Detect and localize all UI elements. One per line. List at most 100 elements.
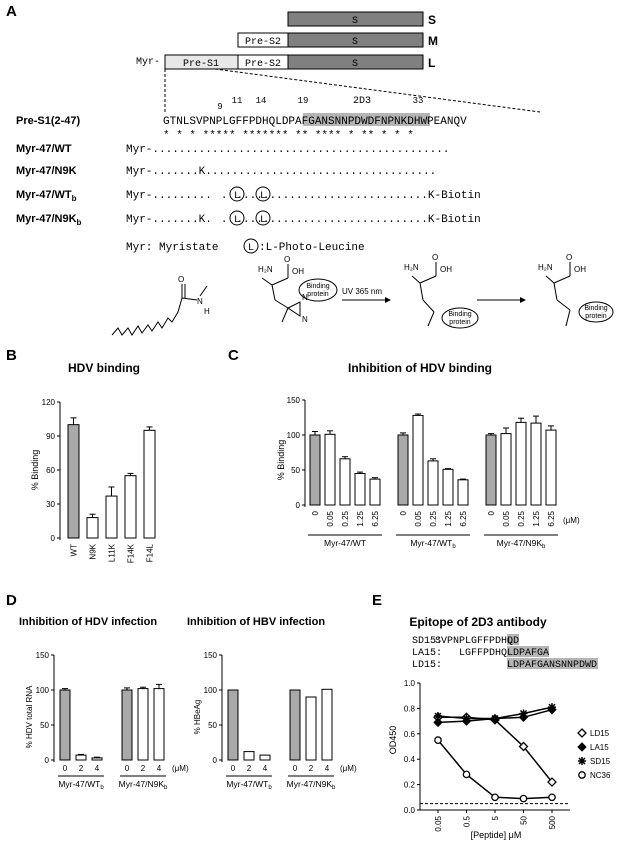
panel-d2-group-sub: b xyxy=(332,785,336,791)
panel-d1-ylabel: % HDV total RNA xyxy=(25,685,34,748)
fi-o: O xyxy=(566,253,572,262)
presl-seq-post: FNPNKDHWPEANQV xyxy=(374,116,467,128)
panel-e-point-nc36 xyxy=(434,736,442,745)
panel-d2-y-tick-label: 100 xyxy=(204,686,218,695)
row-wtb-seq-3: .............................K-Biotin xyxy=(236,190,480,202)
m-s-bar xyxy=(287,32,424,48)
panel-c-bar xyxy=(354,473,366,506)
panel-c-category-label: 0 xyxy=(311,510,320,515)
panel-c-label: C xyxy=(228,347,239,364)
panel-d: D Inhibition of HDV infection Inhibition… xyxy=(6,592,357,791)
panel-c-category-label: 0.05 xyxy=(502,510,511,526)
sd15-hl: LD xyxy=(507,636,519,647)
product-structure xyxy=(411,262,437,327)
panel-c-category-label: 0.05 xyxy=(326,510,335,526)
panel-e-x-tick-label: 500 xyxy=(548,815,557,829)
sd15-peptide: SD15:SVPNPLGFFPDHQLD xyxy=(412,636,519,647)
s-bar-label: S xyxy=(352,16,358,27)
binding-protein-3-line1: Binding xyxy=(584,305,607,312)
panel-d1-bar xyxy=(59,689,71,761)
panel-e-point-nc36 xyxy=(491,793,499,802)
panel-e-ylabel: OD450 xyxy=(388,726,398,755)
panel-c-group-name: Myr-47/WT xyxy=(324,538,366,548)
pl-bond-4 xyxy=(271,284,276,301)
panel-d2-unit: (μM) xyxy=(340,764,357,773)
panel-b-category-label: L11K xyxy=(108,543,117,562)
panel-d1-group-name: Myr-47/N9K xyxy=(119,779,165,789)
l-s-bar xyxy=(287,54,424,70)
panel-c-group-label: Myr-47/WT xyxy=(324,538,366,548)
panel-c-group-label: Myr-47/WTb xyxy=(410,538,456,550)
panel-d1-group-sub: b xyxy=(164,785,168,791)
epitope-highlight xyxy=(303,113,430,126)
amide-n: N xyxy=(197,297,203,306)
pr-bond-6 xyxy=(427,311,435,327)
ld15-peptide: LD15:LDPAFGANSNNPDWD xyxy=(412,660,597,671)
panel-e-legend-marker-la15 xyxy=(577,742,587,752)
panel-d2-category-label: 4 xyxy=(325,764,330,773)
amide-o: O xyxy=(178,275,184,284)
panel-c: C Inhibition of HDV binding % Binding 05… xyxy=(228,347,580,550)
panel-d1-group-sub: b xyxy=(100,785,104,791)
pos-9: 9 xyxy=(217,102,222,112)
panel-c-category-label: 0 xyxy=(399,510,408,515)
row-wtb-name-sub: b xyxy=(72,194,77,203)
panel-e-legend-marker-nc36 xyxy=(578,771,586,779)
panel-b-bar xyxy=(86,517,99,539)
s-protein-bar xyxy=(287,11,424,27)
fi-bond-1 xyxy=(545,275,555,284)
panel-c-category-label: 6.25 xyxy=(547,510,556,526)
panel-d2-group-name: Myr-47/WT xyxy=(226,779,268,789)
row-wtb-seq: Myr-....................................… xyxy=(126,190,481,202)
binding-protein-1 xyxy=(298,278,338,302)
panel-b-category-label: F14K xyxy=(127,543,136,563)
panel-b-y-tick-label: 90 xyxy=(46,432,55,441)
row-n9kb-seq-3: .............................K-Biotin xyxy=(236,214,480,226)
panel-d1-y-tick-label: 100 xyxy=(36,686,50,695)
panel-e-x-tick-label: 0.05 xyxy=(434,815,443,831)
panel-e-legend-sd15: SD15 xyxy=(590,757,611,766)
panel-c-ylabel: % Binding xyxy=(276,440,286,481)
pl-bond-2 xyxy=(271,277,289,286)
panel-c-bar xyxy=(457,479,469,506)
m-protein-label: M xyxy=(428,34,438,48)
panel-d1-unit: (μM) xyxy=(172,764,189,773)
row-wtb-seq-1: Myr-......... xyxy=(126,190,212,202)
panel-e-y-tick-label: 0.8 xyxy=(404,704,416,713)
panel-d1-title: Inhibition of HDV infection xyxy=(19,616,157,628)
panel-b-y-tick-label: 30 xyxy=(46,500,55,509)
legend-photo-leucine: :L-Photo-Leucine xyxy=(259,242,365,254)
panel-c-bar xyxy=(324,433,336,506)
panel-e-point-sd15 xyxy=(434,712,442,721)
panel-d2-group-label: Myr-47/WTb xyxy=(226,779,272,791)
pres2-label-m: Pre-S2 xyxy=(245,37,281,48)
ld15-hl: LDPAFGANSNNPDWD xyxy=(507,660,597,671)
panel-e-point-nc36 xyxy=(548,793,556,802)
amide-bond xyxy=(181,297,198,301)
panel-b-y-tick-label: 120 xyxy=(42,398,56,407)
panel-d1-category-label: 4 xyxy=(157,764,162,773)
panel-e-legend-la15: LA15 xyxy=(590,743,609,752)
panel-e-x-tick-label: 0.5 xyxy=(463,815,472,827)
panel-a-label: A xyxy=(6,3,17,20)
panel-d2-bar xyxy=(305,696,317,761)
sd15-highlight xyxy=(507,634,519,645)
pr-h2n: H₂N xyxy=(404,263,419,272)
panel-c-category-label: 6.25 xyxy=(371,510,380,526)
panel-d1-y-tick-label: 150 xyxy=(36,651,50,660)
pos-33: 33 xyxy=(413,96,424,106)
row-wtb-seq-2: . xyxy=(221,190,228,202)
panel-e-legend-nc36: NC36 xyxy=(590,771,611,780)
panel-d2-bar xyxy=(321,688,333,761)
photo-leucine-circle-14 xyxy=(255,186,271,202)
pos-14: 14 xyxy=(256,96,267,106)
photo-leucine-circle-14b xyxy=(255,210,271,226)
panel-c-group-sub: b xyxy=(452,544,456,550)
panel-d1-y-tick-label: 0 xyxy=(45,756,50,765)
panel-b-category-label: N9K xyxy=(89,543,98,559)
uv-label: UV 365 nm xyxy=(342,287,382,296)
row-n9kb-name: Myr-47/N9Kb xyxy=(16,213,82,227)
panel-e-y-tick-label: 0.6 xyxy=(404,730,416,739)
pl-bond-1 xyxy=(261,277,273,286)
row-wtb-name: Myr-47/WTb xyxy=(16,189,77,203)
